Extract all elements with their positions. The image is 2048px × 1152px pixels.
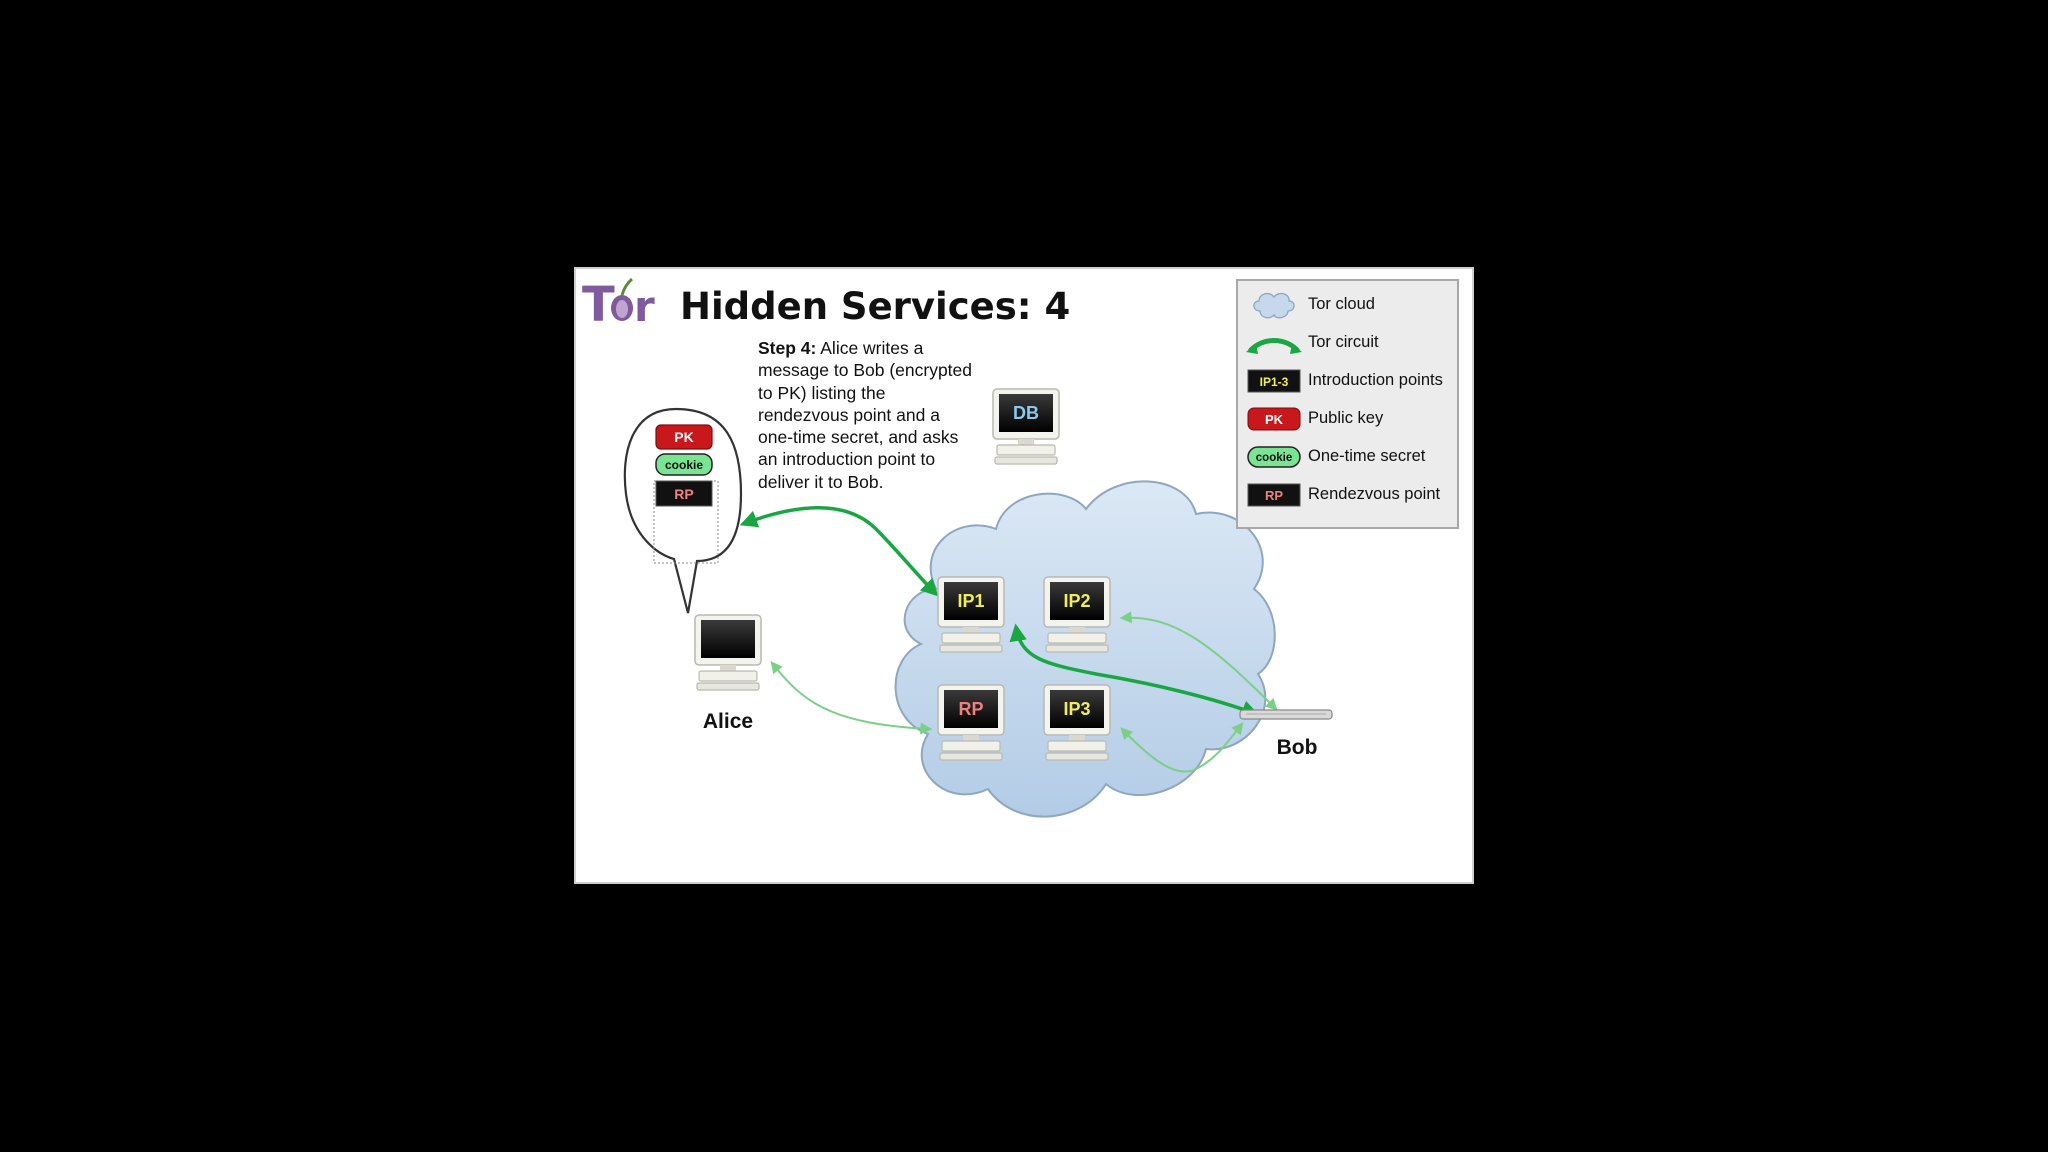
legend-label: One-time secret <box>1308 447 1426 465</box>
computer-ip2: IP2 <box>1043 576 1111 653</box>
legend: Tor cloud Tor circuit IP1-3 Introduction… <box>1236 279 1459 529</box>
rp-badge-icon: RP <box>1247 483 1301 507</box>
pk-badge-label: PK <box>1265 412 1284 427</box>
circuit-alice-ip1 <box>739 506 939 597</box>
cookie-badge-icon: cookie <box>1247 446 1301 468</box>
circuit-ip1-bob <box>1009 623 1260 718</box>
legend-label: Tor circuit <box>1308 333 1379 351</box>
legend-label: Public key <box>1308 409 1384 427</box>
alice-label: Alice <box>703 710 753 733</box>
computer-db: DB <box>992 388 1060 465</box>
legend-label: Rendezvous point <box>1308 485 1441 503</box>
cloud-icon <box>1253 292 1295 319</box>
computer-rp: RP <box>937 684 1005 761</box>
computer-ip1: IP1 <box>937 576 1005 653</box>
svg-text:r: r <box>634 282 655 331</box>
circuit-arrow-icon <box>1246 338 1302 354</box>
legend-item-tor-cloud: Tor cloud <box>1238 287 1457 323</box>
computer-alice <box>694 614 762 691</box>
laptop-bob <box>1239 709 1333 720</box>
bubble-rp-badge <box>655 480 713 507</box>
bubble-cookie-label: cookie <box>665 458 703 472</box>
step-text: Alice writes a message to Bob (encrypted… <box>758 338 973 492</box>
ip3-label: IP3 <box>1063 699 1090 719</box>
bubble-pk-badge <box>655 424 713 450</box>
legend-item-one-time-secret: cookie One-time secret <box>1238 439 1457 475</box>
legend-label: Tor cloud <box>1308 295 1375 313</box>
legend-item-introduction-points: IP1-3 Introduction points <box>1238 363 1457 399</box>
rp-label: RP <box>958 699 983 719</box>
legend-label: Introduction points <box>1308 371 1443 389</box>
cookie-badge-label: cookie <box>1256 452 1292 464</box>
bubble-rp-label: RP <box>674 486 693 502</box>
diagram-slide: T r Hidden Services: 4 PK cookie RP <box>574 267 1474 884</box>
legend-item-rendezvous-point: RP Rendezvous point <box>1238 477 1457 513</box>
svg-text:T: T <box>582 277 615 333</box>
bubble-pk-label: PK <box>674 429 693 445</box>
db-label: DB <box>1013 403 1039 423</box>
page-title: Hidden Services: 4 <box>680 285 1070 328</box>
ip1-label: IP1 <box>957 591 984 611</box>
circuit-bob-ip3 <box>1120 722 1244 773</box>
circuit-alice-rp <box>770 661 933 735</box>
legend-item-public-key: PK Public key <box>1238 401 1457 437</box>
rp-badge-label: RP <box>1265 488 1283 503</box>
bubble-cookie-badge <box>655 453 713 476</box>
tor-logo: T r <box>582 277 655 333</box>
ip-badge-label: IP1-3 <box>1260 375 1289 389</box>
ip-badge-icon: IP1-3 <box>1247 369 1301 393</box>
bob-label: Bob <box>1277 736 1318 759</box>
diagram-canvas: T r Hidden Services: 4 PK cookie RP <box>582 277 1333 818</box>
legend-item-tor-circuit: Tor circuit <box>1238 325 1457 361</box>
pk-badge-icon: PK <box>1247 407 1301 431</box>
ip2-label: IP2 <box>1063 591 1090 611</box>
alice-speech-bubble: PK cookie RP <box>623 407 743 614</box>
computer-ip3: IP3 <box>1043 684 1111 761</box>
step-label: Step 4: <box>758 338 817 358</box>
step-description: Step 4: Alice writes a message to Bob (e… <box>758 337 978 493</box>
